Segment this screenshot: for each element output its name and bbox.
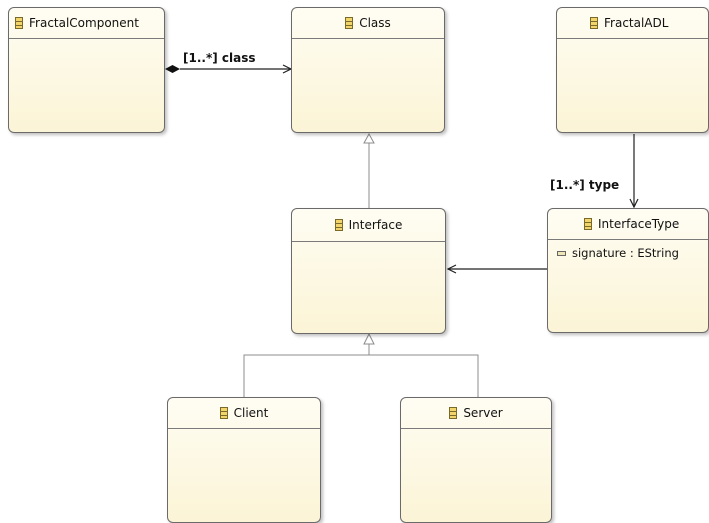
class-node-class[interactable]: Class — [291, 7, 445, 133]
arrowhead-adl-type — [629, 198, 639, 209]
eclass-icon — [345, 17, 354, 29]
eclass-icon — [590, 17, 598, 29]
class-header: Class — [292, 8, 444, 39]
generalization-edge-client-interface[interactable] — [243, 344, 479, 397]
class-header: FractalComponent — [9, 8, 164, 39]
class-name: Interface — [348, 218, 403, 232]
eclass-icon — [584, 218, 592, 230]
edge-label-adl-type: [1..*] type — [550, 178, 620, 192]
class-name: Client — [233, 406, 269, 420]
class-node-interface[interactable]: Interface — [291, 208, 446, 334]
eclass-icon — [449, 407, 458, 419]
class-header: Client — [168, 398, 320, 429]
eclass-icon — [15, 17, 23, 29]
class-node-interface-type[interactable]: InterfaceType signature : EString — [547, 208, 709, 333]
inheritance-arrow-icon — [363, 132, 375, 144]
arrowhead-type-interface — [446, 264, 457, 274]
class-name: InterfaceType — [598, 217, 680, 231]
class-name: FractalADL — [604, 16, 669, 30]
inheritance-arrow-icon — [363, 332, 375, 345]
class-header: Server — [401, 398, 551, 429]
edge-label-component-class: [1..*] class — [183, 51, 256, 65]
eattribute-icon — [557, 250, 566, 256]
class-node-fractal-adl[interactable]: FractalADL — [556, 7, 709, 133]
class-node-client[interactable]: Client — [167, 397, 321, 523]
attribute-label: signature : EString — [572, 246, 679, 260]
class-header: FractalADL — [557, 8, 708, 39]
composition-diamond-icon — [165, 65, 180, 73]
class-node-fractal-component[interactable]: FractalComponent — [8, 7, 165, 133]
class-name: Class — [359, 16, 391, 30]
class-name: FractalComponent — [29, 16, 139, 30]
eclass-icon — [334, 219, 343, 231]
class-header: InterfaceType — [548, 209, 708, 240]
class-name: Server — [463, 406, 503, 420]
class-header: Interface — [292, 209, 445, 242]
eclass-icon — [219, 407, 228, 419]
class-node-server[interactable]: Server — [400, 397, 552, 523]
attribute-row[interactable]: signature : EString — [548, 240, 708, 260]
